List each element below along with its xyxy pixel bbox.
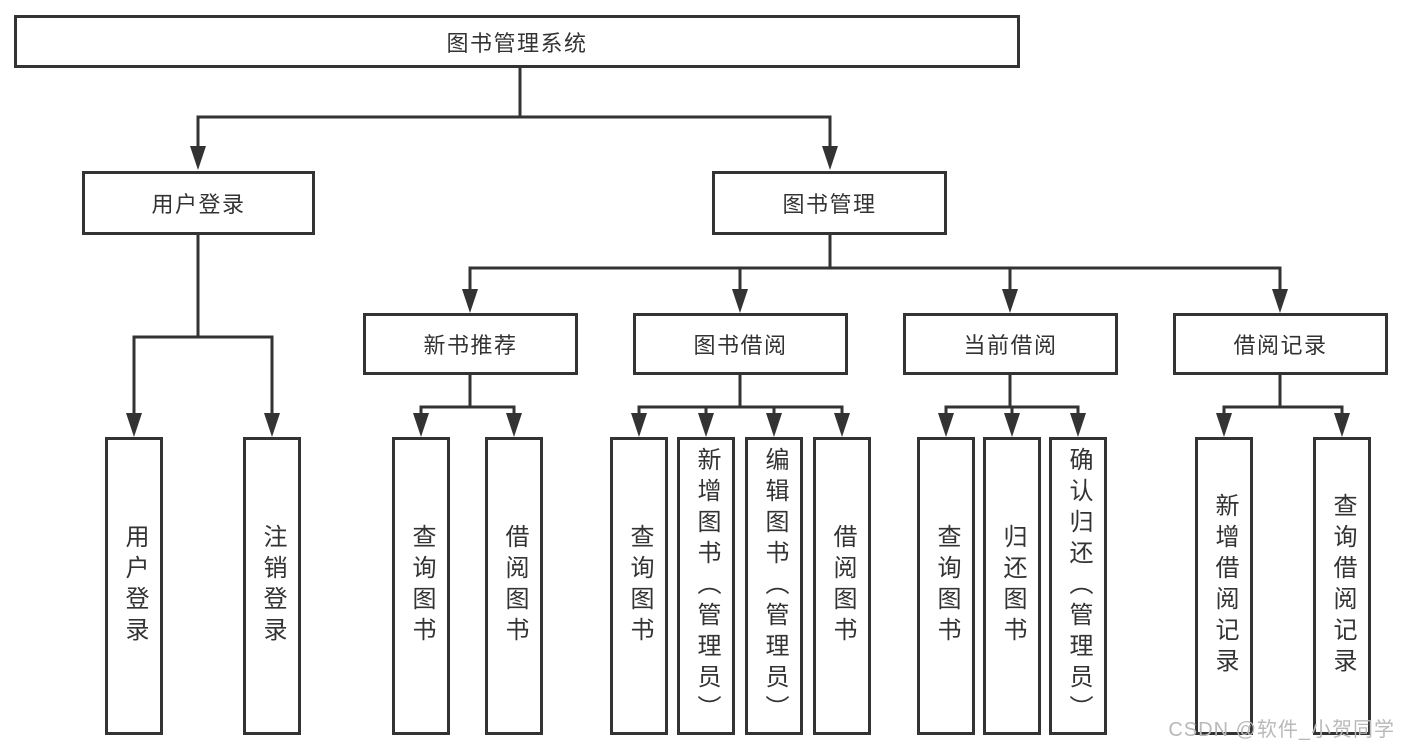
node-label: 归还图书 — [999, 524, 1026, 648]
node-query-books-current: 查询图书 — [917, 437, 975, 735]
node-label: 查询图书 — [626, 524, 653, 648]
node-book-borrow: 图书借阅 — [633, 313, 848, 375]
node-edit-book-admin: 编辑图书（管理员） — [745, 437, 803, 735]
connector-root-split — [190, 66, 838, 170]
node-label: 用户登录 — [151, 192, 246, 217]
connector-user-login-split — [126, 233, 280, 437]
node-label: 新增图书（管理员） — [693, 446, 720, 726]
node-add-borrow-record: 新增借阅记录 — [1195, 437, 1253, 735]
node-label: 新增借阅记录 — [1211, 493, 1238, 679]
node-query-books-recommend: 查询图书 — [392, 437, 450, 735]
connector-new-book-split — [413, 373, 522, 437]
node-label: 注销登录 — [259, 524, 286, 648]
node-current-borrow: 当前借阅 — [903, 313, 1118, 375]
node-user-login: 用户登录 — [105, 437, 163, 735]
node-label: 用户登录 — [121, 524, 148, 648]
connector-book-borrow-split — [631, 373, 850, 437]
node-query-borrow-record: 查询借阅记录 — [1313, 437, 1371, 735]
node-confirm-return-admin: 确认归还（管理员） — [1049, 437, 1107, 735]
node-user-login-branch: 用户登录 — [82, 171, 315, 235]
node-label: 查询借阅记录 — [1329, 493, 1356, 679]
node-add-book-admin: 新增图书（管理员） — [677, 437, 735, 735]
connector-book-management-split — [462, 233, 1288, 313]
node-new-book-recommend: 新书推荐 — [363, 313, 578, 375]
node-label: 当前借阅 — [963, 333, 1058, 358]
node-logout: 注销登录 — [243, 437, 301, 735]
node-label: 新书推荐 — [423, 333, 518, 358]
node-label: 确认归还（管理员） — [1065, 446, 1092, 726]
node-book-management: 图书管理 — [712, 171, 947, 235]
node-label: 图书借阅 — [693, 333, 788, 358]
node-root-label: 图书管理系统 — [446, 30, 588, 56]
node-return-book: 归还图书 — [983, 437, 1041, 735]
connector-borrow-records-split — [1216, 373, 1350, 437]
node-label: 编辑图书（管理员） — [761, 446, 788, 726]
node-borrow-records: 借阅记录 — [1173, 313, 1388, 375]
node-label: 借阅图书 — [829, 524, 856, 648]
node-label: 借阅记录 — [1233, 333, 1328, 358]
node-label: 借阅图书 — [501, 524, 528, 648]
node-label: 图书管理 — [782, 192, 877, 217]
node-label: 查询图书 — [933, 524, 960, 648]
node-root: 图书管理系统 — [14, 15, 1020, 68]
connector-current-borrow-split — [938, 373, 1086, 437]
node-label: 查询图书 — [408, 524, 435, 648]
node-borrow-books: 借阅图书 — [813, 437, 871, 735]
node-borrow-books-recommend: 借阅图书 — [485, 437, 543, 735]
watermark: CSDN @软件_小贺同学 — [1168, 719, 1395, 741]
node-query-books-borrow: 查询图书 — [610, 437, 668, 735]
